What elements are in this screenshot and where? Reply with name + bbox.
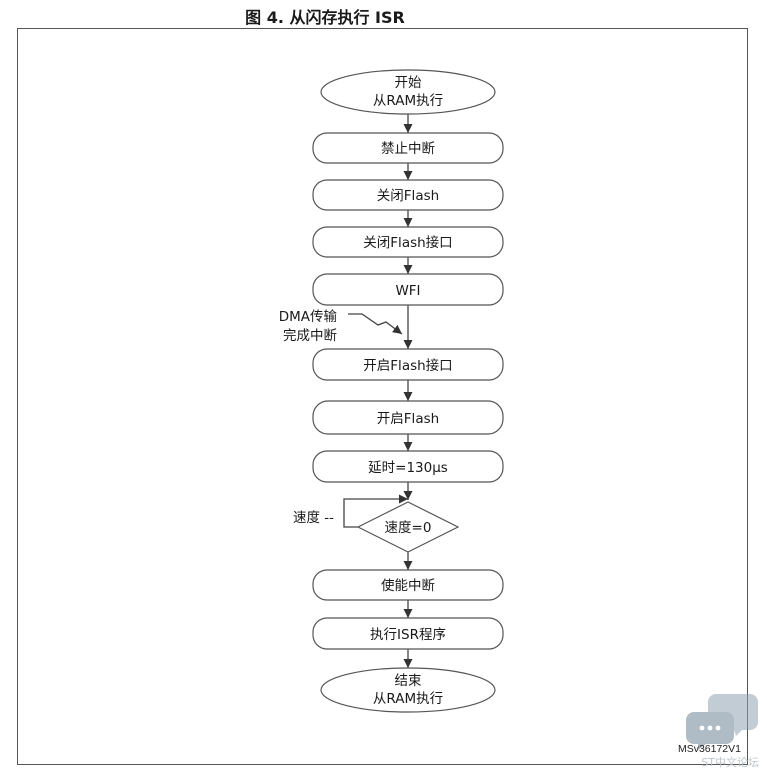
flash-interface-on-box (312, 348, 504, 381)
flash-interface-on-label: 开启Flash接口 (363, 357, 452, 374)
dma-annotation-line2: 完成中断 (283, 328, 337, 344)
speed-loop-annotation: 速度 -- (293, 510, 334, 526)
speed-check-label: 速度=0 (385, 520, 432, 536)
arrow-speed-loop (343, 494, 408, 528)
flash-interface-off-label: 关闭Flash接口 (363, 234, 452, 251)
end-label-line1: 结束 (395, 673, 422, 689)
chat-bubble-icon (686, 694, 758, 750)
delay-box (312, 450, 504, 483)
end-label-line2: 从RAM执行 (373, 691, 443, 707)
flash-interface-off-box (312, 226, 504, 258)
execute-isr-box (312, 617, 504, 650)
start-label-line1: 开始 (395, 75, 422, 91)
figure-title: 图 4. 从闪存执行 ISR (245, 8, 405, 27)
figure-frame (17, 28, 748, 765)
start-terminal (320, 69, 496, 115)
enable-interrupts-label: 使能中断 (381, 577, 435, 594)
watermark-text: ST中文论坛 (701, 755, 759, 769)
end-terminal (320, 667, 496, 713)
wfi-box (312, 273, 504, 306)
wfi-label: WFI (395, 283, 420, 299)
flash-on-label: 开启Flash (377, 411, 439, 427)
enable-interrupts-box (312, 569, 504, 601)
dma-annotation-line1: DMA传输 (279, 309, 338, 325)
flash-on-box (312, 400, 504, 435)
flash-off-box (312, 179, 504, 211)
execute-isr-label: 执行ISR程序 (370, 627, 446, 643)
figure-id: MSv36172V1 (678, 743, 741, 755)
dma-interrupt-lightning (348, 313, 403, 335)
delay-label: 延时=130μs (368, 460, 448, 476)
start-label-line2: 从RAM执行 (373, 93, 443, 109)
disable-interrupts-box (312, 132, 504, 164)
flash-off-label: 关闭Flash (377, 188, 439, 204)
disable-interrupts-label: 禁止中断 (381, 141, 435, 157)
speed-decision-diamond (356, 501, 460, 553)
